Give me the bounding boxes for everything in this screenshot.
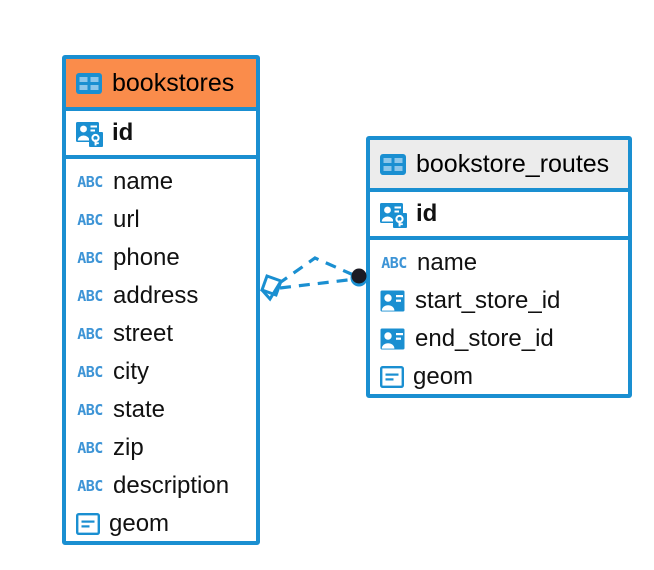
field-row-description[interactable]: ABC description xyxy=(66,467,256,505)
field-row-street[interactable]: ABC street xyxy=(66,315,256,353)
field-row-id[interactable]: id xyxy=(370,192,628,240)
field-row-name[interactable]: ABC name xyxy=(370,244,628,282)
abc-text-icon: ABC xyxy=(77,172,103,191)
field-row-url[interactable]: ABC url xyxy=(66,201,256,239)
field-label-name: name xyxy=(113,168,174,195)
field-row-start-store-id[interactable]: start_store_id xyxy=(370,282,628,320)
field-row-geom[interactable]: geom xyxy=(66,505,256,543)
entity-table-bookstores[interactable]: bookstores id xyxy=(62,55,260,545)
primary-key-icon xyxy=(76,120,103,147)
diamond-endpoint xyxy=(260,274,283,302)
abc-text-icon: ABC xyxy=(77,362,103,381)
entity-header-bookstore-routes[interactable]: bookstore_routes xyxy=(370,140,628,192)
field-label-id: id xyxy=(416,200,438,227)
field-label-url: url xyxy=(113,206,140,233)
table-icon xyxy=(380,153,406,175)
field-label-address: address xyxy=(113,282,199,309)
field-list-bookstore-routes: ABC name start_store_id xyxy=(370,240,628,402)
foreign-key-icon xyxy=(380,290,406,312)
geometry-icon xyxy=(380,366,404,388)
field-list-bookstores: ABC name ABC url ABC phone ABC address A… xyxy=(66,159,256,549)
field-label-street: street xyxy=(113,320,174,347)
entity-header-bookstores[interactable]: bookstores xyxy=(66,59,256,111)
filled-circle-endpoint xyxy=(350,268,368,287)
field-label-phone: phone xyxy=(113,244,180,271)
field-row-city[interactable]: ABC city xyxy=(66,353,256,391)
relationship-line-lower xyxy=(279,277,357,290)
abc-text-icon: ABC xyxy=(77,210,103,229)
relationship-line-upper xyxy=(277,256,359,286)
field-label-geom: geom xyxy=(109,510,170,537)
entity-title-label: bookstore_routes xyxy=(416,149,610,178)
field-label-id: id xyxy=(112,119,134,146)
field-label-geom: geom xyxy=(413,363,474,390)
table-icon xyxy=(76,72,102,94)
field-label-start-store-id: start_store_id xyxy=(415,287,561,314)
abc-text-icon: ABC xyxy=(77,286,103,305)
field-label-city: city xyxy=(113,358,149,385)
entity-table-bookstore-routes[interactable]: bookstore_routes id xyxy=(366,136,632,398)
field-row-end-store-id[interactable]: end_store_id xyxy=(370,320,628,358)
geometry-icon xyxy=(76,513,100,535)
foreign-key-icon xyxy=(380,328,406,350)
abc-text-icon: ABC xyxy=(77,248,103,267)
field-row-state[interactable]: ABC state xyxy=(66,391,256,429)
field-label-zip: zip xyxy=(113,434,144,461)
field-label-state: state xyxy=(113,396,166,423)
field-row-zip[interactable]: ABC zip xyxy=(66,429,256,467)
field-label-description: description xyxy=(113,472,230,499)
abc-text-icon: ABC xyxy=(77,400,103,419)
field-row-address[interactable]: ABC address xyxy=(66,277,256,315)
field-row-id[interactable]: id xyxy=(66,111,256,159)
field-row-name[interactable]: ABC name xyxy=(66,163,256,201)
field-row-phone[interactable]: ABC phone xyxy=(66,239,256,277)
abc-text-icon: ABC xyxy=(381,253,407,272)
abc-text-icon: ABC xyxy=(77,438,103,457)
field-row-geom[interactable]: geom xyxy=(370,358,628,396)
entity-title-label: bookstores xyxy=(112,68,235,97)
abc-text-icon: ABC xyxy=(77,324,103,343)
field-label-end-store-id: end_store_id xyxy=(415,325,554,352)
primary-key-icon xyxy=(380,201,407,228)
field-label-name: name xyxy=(417,249,478,276)
abc-text-icon: ABC xyxy=(77,476,103,495)
